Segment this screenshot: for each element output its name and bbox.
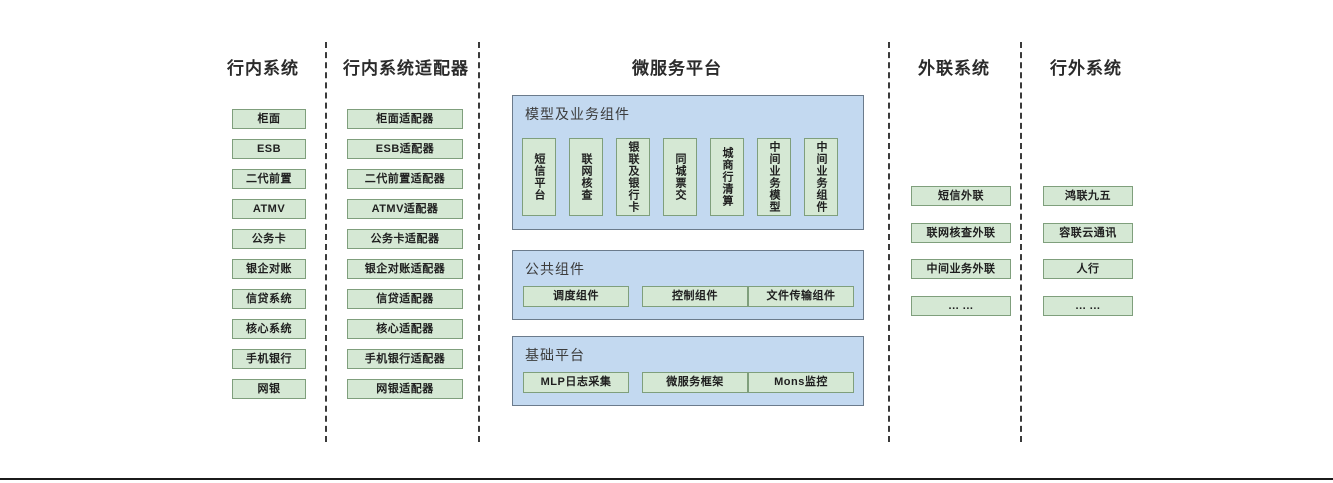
node-inner-adapter[interactable]: 公务卡适配器 — [347, 229, 463, 249]
node-foundation-component[interactable]: MLP日志采集 — [523, 372, 629, 393]
node-inner-system[interactable]: 公务卡 — [232, 229, 306, 249]
node-inner-adapter[interactable]: 网银适配器 — [347, 379, 463, 399]
node-external-link-system[interactable]: 中间业务外联 — [911, 259, 1011, 279]
node-inner-system[interactable]: 网银 — [232, 379, 306, 399]
node-model-component[interactable]: 中间业务组件 — [804, 138, 838, 216]
node-inner-adapter[interactable]: 手机银行适配器 — [347, 349, 463, 369]
column-separator-1 — [325, 42, 327, 442]
node-inner-adapter[interactable]: 二代前置适配器 — [347, 169, 463, 189]
node-inner-system[interactable]: ESB — [232, 139, 306, 159]
node-foundation-component[interactable]: 微服务框架 — [642, 372, 748, 393]
node-external-link-system[interactable]: 联网核查外联 — [911, 223, 1011, 243]
node-inner-system[interactable]: 柜面 — [232, 109, 306, 129]
node-foundation-component[interactable]: Mons监控 — [748, 372, 854, 393]
node-inner-adapter[interactable]: 核心适配器 — [347, 319, 463, 339]
column-header-inner-adapters: 行内系统适配器 — [343, 59, 469, 78]
node-model-component[interactable]: 城商行清算 — [710, 138, 744, 216]
panel-foundation-platform: 基础平台 — [512, 336, 864, 406]
node-inner-system[interactable]: 手机银行 — [232, 349, 306, 369]
panel-public-components: 公共组件 — [512, 250, 864, 320]
node-inner-system[interactable]: 信贷系统 — [232, 289, 306, 309]
node-inner-adapter[interactable]: 信贷适配器 — [347, 289, 463, 309]
column-header-outer-systems: 行外系统 — [1050, 59, 1122, 78]
node-inner-system[interactable]: 银企对账 — [232, 259, 306, 279]
panel-title-foundation-platform: 基础平台 — [525, 347, 585, 363]
node-public-component[interactable]: 文件传输组件 — [748, 286, 854, 307]
node-inner-system[interactable]: 核心系统 — [232, 319, 306, 339]
column-header-inner-systems: 行内系统 — [227, 59, 299, 78]
node-external-link-system[interactable]: 短信外联 — [911, 186, 1011, 206]
node-inner-adapter[interactable]: 柜面适配器 — [347, 109, 463, 129]
node-model-component[interactable]: 中间业务模型 — [757, 138, 791, 216]
node-outer-system[interactable]: ... ... — [1043, 296, 1133, 316]
column-separator-3 — [888, 42, 890, 442]
node-public-component[interactable]: 控制组件 — [642, 286, 748, 307]
node-inner-system[interactable]: ATMV — [232, 199, 306, 219]
column-separator-2 — [478, 42, 480, 442]
column-header-external-link-systems: 外联系统 — [918, 59, 990, 78]
node-public-component[interactable]: 调度组件 — [523, 286, 629, 307]
node-outer-system[interactable]: 人行 — [1043, 259, 1133, 279]
node-model-component[interactable]: 联网核查 — [569, 138, 603, 216]
bottom-divider — [0, 478, 1333, 480]
node-outer-system[interactable]: 鸿联九五 — [1043, 186, 1133, 206]
node-model-component[interactable]: 短信平台 — [522, 138, 556, 216]
column-separator-4 — [1020, 42, 1022, 442]
column-header-microservice-platform: 微服务平台 — [632, 59, 722, 78]
node-inner-system[interactable]: 二代前置 — [232, 169, 306, 189]
node-external-link-system[interactable]: ... ... — [911, 296, 1011, 316]
panel-title-public-components: 公共组件 — [525, 261, 585, 277]
node-outer-system[interactable]: 容联云通讯 — [1043, 223, 1133, 243]
node-model-component[interactable]: 同城票交 — [663, 138, 697, 216]
node-inner-adapter[interactable]: ATMV适配器 — [347, 199, 463, 219]
node-model-component[interactable]: 银联及银行卡 — [616, 138, 650, 216]
node-inner-adapter[interactable]: 银企对账适配器 — [347, 259, 463, 279]
node-inner-adapter[interactable]: ESB适配器 — [347, 139, 463, 159]
panel-title-model-business-components: 模型及业务组件 — [525, 106, 630, 122]
